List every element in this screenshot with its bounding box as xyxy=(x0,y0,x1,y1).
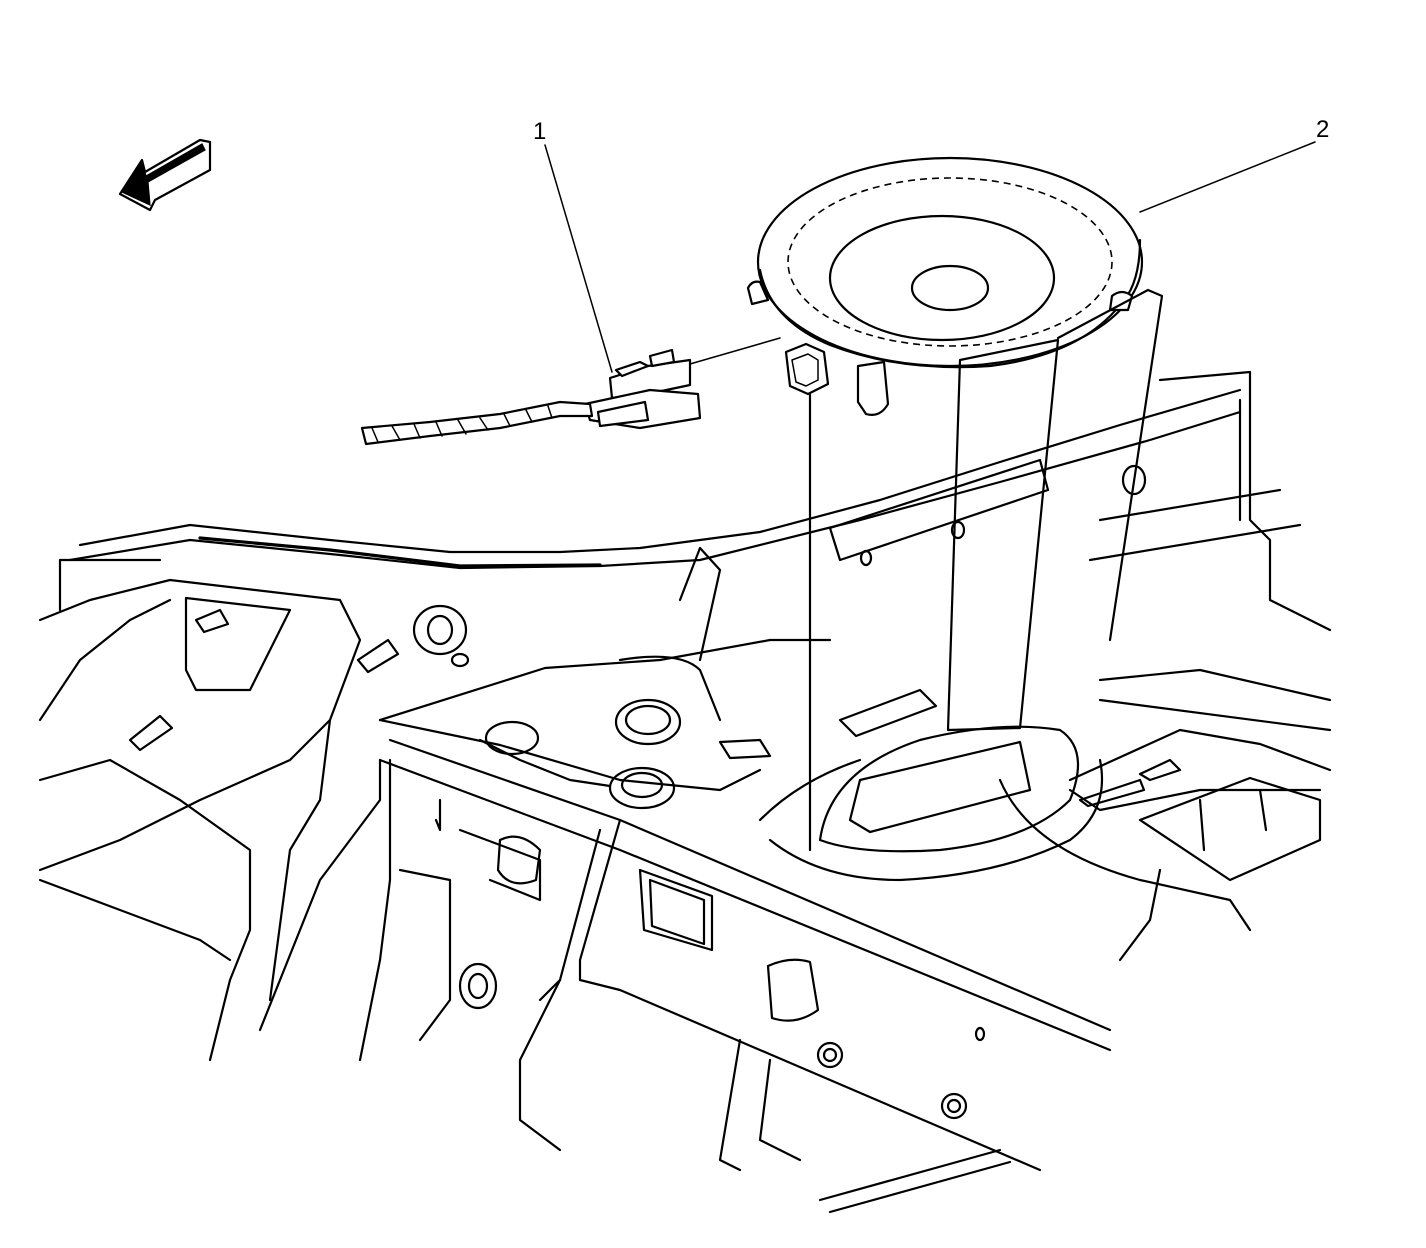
callout-2-label: 2 xyxy=(1316,116,1330,143)
leader-line-2 xyxy=(1139,141,1316,213)
callout-1-label: 1 xyxy=(533,118,547,145)
speaker-assembly xyxy=(746,156,1164,852)
front-direction-arrow xyxy=(118,138,212,212)
leader-line-1 xyxy=(544,144,613,373)
vehicle-body-structure xyxy=(38,370,1332,1214)
electrical-connector xyxy=(360,337,781,446)
